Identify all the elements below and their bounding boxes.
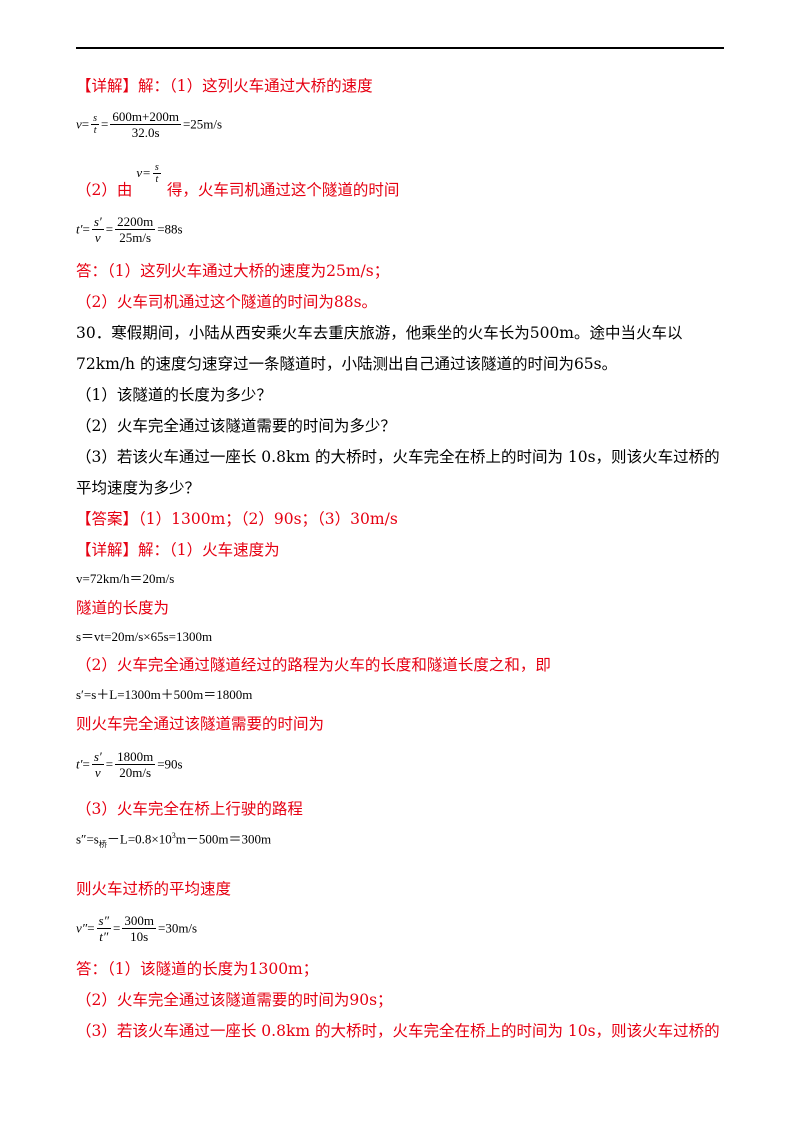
q29-answer-2: （2）火车司机通过这个隧道的时间为88s。 (76, 293, 378, 311)
q30-detail-line: 【详解】解：（1）火车速度为 (76, 541, 280, 559)
q30-m2: s＝vt=20m/s×65s=1300m (76, 629, 213, 644)
q30-part2: （2）火车完全通过隧道经过的路程为火车的长度和隧道长度之和，即 (76, 656, 551, 674)
q30-m3: s′=s＋L=1300m＋500m＝1800m (76, 687, 253, 702)
q30-final-2: （2）火车完全通过该隧道需要的时间为90s； (76, 991, 393, 1009)
q30-question-line1: 30．寒假期间，小陆从西安乘火车去重庆旅游，他乘坐的火车长为500m。途中当火车… (76, 324, 683, 342)
q30-sub-3b: 平均速度为多少？ (76, 479, 201, 497)
detail-tag: 【详解】 (76, 77, 139, 95)
detail-tag: 【详解】 (76, 541, 139, 559)
q30-sub-3a: （3）若该火车通过一座长 0.8km 的大桥时，火车完全在桥上的时间为 10s，… (76, 448, 720, 466)
q30-tunnel-len: 隧道的长度为 (76, 599, 170, 617)
q30-time-intro: 则火车完全通过该隧道需要的时间为 (76, 715, 325, 733)
q30-m4: s″=s桥－L=0.8×103m－500m＝300m (76, 831, 272, 849)
q30-sub-2: （2）火车完全通过该隧道需要的时间为多少？ (76, 417, 396, 435)
q30-m1: v=72km/h＝20m/s (76, 571, 175, 586)
answer-tag: 【答案】 (76, 510, 139, 528)
q30-final-1: 答：（1）该隧道的长度为1300m； (76, 960, 319, 978)
q29-answer-1: 答：（1）这列火车通过大桥的速度为25m/s； (76, 262, 390, 280)
q30-final-3: （3）若该火车通过一座长 0.8km 的大桥时，火车完全在桥上的时间为 10s，… (76, 1022, 720, 1040)
q30-avg-intro: 则火车过桥的平均速度 (76, 880, 232, 898)
q30-sub-1: （1）该隧道的长度为多少？ (76, 386, 272, 404)
q30-part3: （3）火车完全在桥上行驶的路程 (76, 800, 303, 818)
header-rule (76, 47, 724, 49)
q30-answer-line: 【答案】（1）1300m；（2）90s；（3）30m/s (76, 510, 398, 528)
q29-detail-line: 【详解】解：（1）这列火车通过大桥的速度 (76, 77, 373, 95)
q30-question-line2: 72km/h 的速度匀速穿过一条隧道时，小陆测出自己通过该隧道的时间为65s。 (76, 355, 618, 373)
